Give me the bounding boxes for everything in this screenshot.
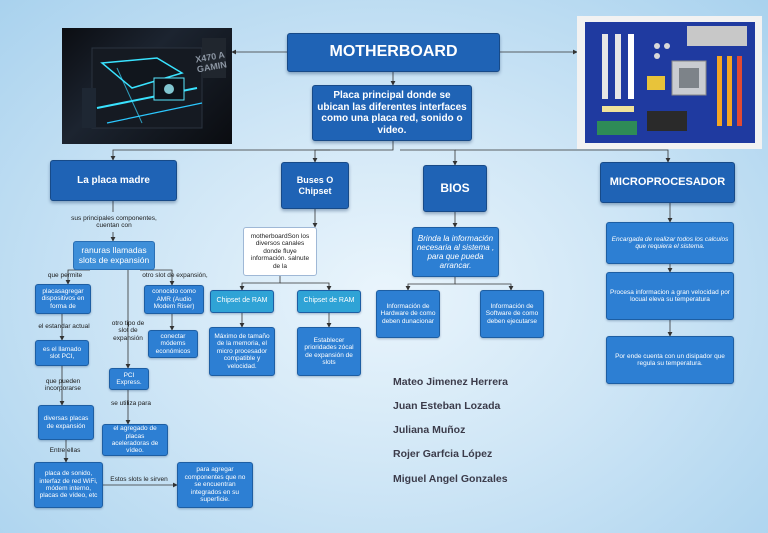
branch-microprocesador: MICROPROCESADOR <box>600 162 735 203</box>
author-1: Mateo Jimenez Herrera <box>393 376 508 388</box>
node-slot-pci: es el llamado slot PCI, <box>35 340 89 366</box>
author-2: Juan Esteban Lozada <box>393 400 501 412</box>
node-micro-disipador: Por ende cuenta con un disipador que reg… <box>606 336 734 384</box>
label-estandar: el estandar actual <box>38 323 90 330</box>
node-aceleradoras: el agregado de placas aceleradoras de ví… <box>102 424 168 456</box>
node-chipset-ram-2: Chipset de RAM <box>297 290 361 313</box>
author-4: Rojer Garfcia López <box>393 448 493 460</box>
node-placas-agregar: placasagregar dispositivos en forma de <box>35 284 91 314</box>
label-entre-ellas: Entre ellas <box>49 447 81 454</box>
node-placa-sonido: placa de sonido, interfaz de red WiFi, m… <box>34 462 103 508</box>
node-micro-calculos: Encargada de realizar todos los calculos… <box>606 222 734 264</box>
title-node: MOTHERBOARD <box>287 33 500 72</box>
author-5: Miguel Angel Gonzales <box>393 473 508 485</box>
node-bios-hardware: Información de Hardware de como deben du… <box>376 290 440 338</box>
label-slots-sirven: Estos slots le sirven <box>110 476 168 483</box>
label-otro-tipo: otro tipo de slot de expansión <box>111 320 145 342</box>
node-ranuras: ranuras llamadas slots de expansión <box>73 241 155 270</box>
label-components: sus principales componentes, cuentan con <box>71 215 157 230</box>
node-componentes-integrados: para agregar componentes que no se encue… <box>177 462 253 508</box>
node-bios-description: Brinda la información necesaria al siste… <box>412 227 499 277</box>
node-maximo-memoria: Máximo de tamaño de la memoria, el micro… <box>209 327 275 376</box>
author-3: Juliana Muñoz <box>393 424 466 436</box>
node-micro-procesa: Procesa informacion a gran velocidad por… <box>606 272 734 320</box>
node-chipset-ram-1: Chipset de RAM <box>210 290 274 313</box>
motherboard-photo <box>577 16 762 149</box>
node-buses-description: motherboardSon los diversos canales dond… <box>243 227 317 276</box>
label-otro-slot: otro slot de expansión, <box>142 272 208 279</box>
label-utiliza: se utiliza para <box>110 400 152 407</box>
label-permite: que permite <box>47 272 83 279</box>
node-diversas-placas: diversas placas de expansión <box>38 405 94 440</box>
branch-placa-madre: La placa madre <box>50 160 177 201</box>
node-amr: conocido como AMR (Audio Modem Riser) <box>144 285 204 314</box>
node-conectar-modems: conectar módems económicos <box>148 330 198 358</box>
motherboard-rgb-photo <box>62 28 232 144</box>
node-pci-express: PCI Express. <box>109 368 149 390</box>
node-bios-software: Información de Software de como deben ej… <box>480 290 544 338</box>
branch-buses-chipset: Buses O Chipset <box>281 162 349 209</box>
branch-bios: BIOS <box>423 165 487 212</box>
node-establecer-prioridades: Establecer prioridades zócal de expansió… <box>297 327 361 376</box>
label-pueden: que pueden incorporarse <box>44 378 82 393</box>
definition-node: Placa principal donde se ubican las dife… <box>312 85 472 141</box>
